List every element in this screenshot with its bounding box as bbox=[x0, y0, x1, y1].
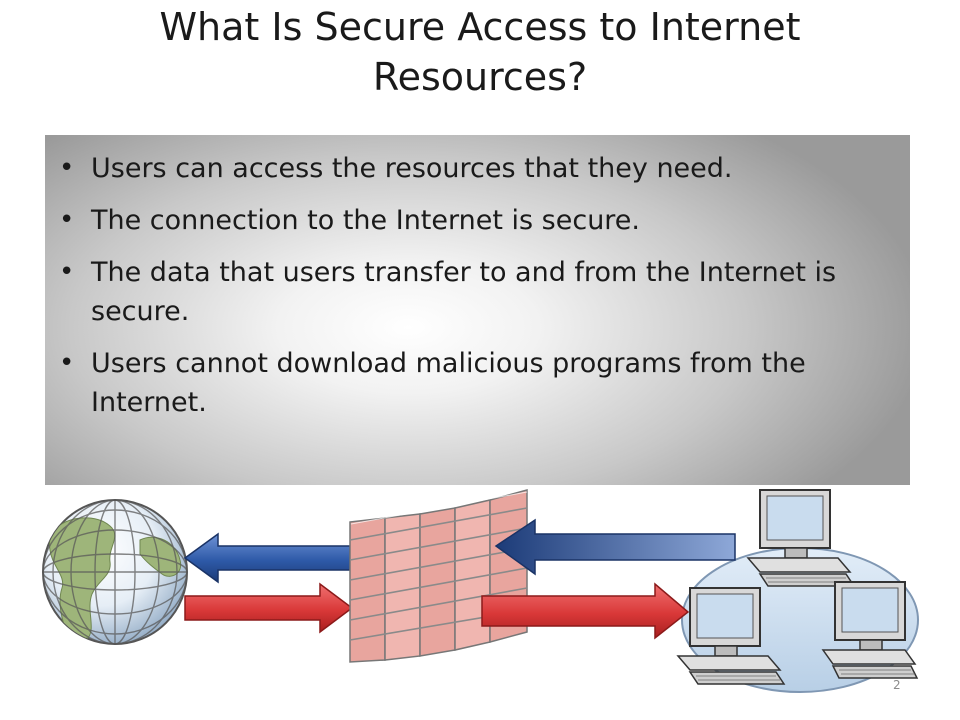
computer-icon bbox=[746, 489, 856, 587]
slide-title: What Is Secure Access to Internet Resour… bbox=[40, 2, 920, 102]
inbound-arrow-icon bbox=[184, 582, 354, 634]
computer-icon bbox=[676, 587, 786, 685]
title-line-2: Resources? bbox=[372, 55, 588, 99]
title-line-1: What Is Secure Access to Internet bbox=[159, 5, 801, 49]
bullet-item: The connection to the Internet is secure… bbox=[59, 201, 890, 240]
network-diagram bbox=[42, 489, 919, 693]
firewall-icon bbox=[349, 489, 528, 663]
inbound-arrow-icon bbox=[481, 582, 690, 640]
bullet-item: Users cannot download malicious programs… bbox=[59, 344, 890, 422]
outbound-arrow-icon bbox=[494, 518, 736, 576]
bullet-item: Users can access the resources that they… bbox=[59, 149, 890, 188]
bullet-item: The data that users transfer to and from… bbox=[59, 253, 890, 331]
bullet-panel: Users can access the resources that they… bbox=[45, 135, 910, 485]
globe-icon bbox=[42, 499, 188, 645]
bullet-list: Users can access the resources that they… bbox=[45, 135, 910, 422]
computer-icon bbox=[821, 581, 919, 679]
outbound-arrow-icon bbox=[183, 532, 351, 584]
slide-number: 2 bbox=[893, 678, 901, 692]
